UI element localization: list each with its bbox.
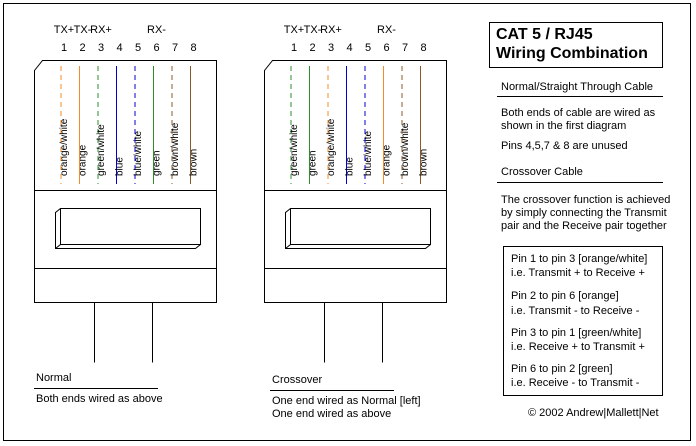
connector-b-caption: Crossover [272, 374, 323, 386]
connector_a-pin-3: 3 [98, 42, 104, 54]
mapping-1-pins: Pin 1 to pin 3 [orange/white] [511, 253, 648, 265]
connector_b-wire-label-8: brown [419, 149, 430, 176]
pin-mapping-box [503, 246, 663, 396]
connector-b-description-line2: One end wired as above [272, 408, 392, 420]
info-title-box [489, 22, 663, 68]
connector_b-pin-3: 3 [328, 42, 334, 54]
connector_a-pin-4: 4 [116, 42, 122, 54]
connector_b-wire-label-4: blue [345, 157, 356, 176]
connector-a-divider [34, 388, 158, 389]
connector_a-signal-tx-plus: TX+ [54, 24, 74, 36]
connector_a-wire-label-1: orange/white [59, 118, 70, 176]
connector_b-wire-label-1: green/white [289, 124, 300, 176]
connector_a-signal-tx-minus: TX- [74, 24, 92, 36]
connector_a-pin-5: 5 [135, 42, 141, 54]
connector_b-wire-label-2: green [308, 150, 319, 176]
diagram-frame [3, 3, 691, 441]
connector_a-wire-label-5: blue/white [133, 131, 144, 176]
crossover-heading: Crossover Cable [501, 166, 583, 178]
connector-a-outline [34, 60, 217, 363]
connector_b-signal-tx-plus: TX+ [284, 24, 304, 36]
connector_a-wire-label-3: green/white [96, 124, 107, 176]
connector_b-signal-rx-minus: RX- [377, 24, 396, 36]
crossover-heading-rule [497, 182, 663, 183]
info-title-line1: CAT 5 / RJ45 [496, 26, 593, 43]
connector_b-pin-1: 1 [291, 42, 297, 54]
connector-b-outline [264, 60, 447, 363]
connector_a-wire-label-7: brown/white [170, 122, 181, 176]
connector_b-wire-label-5: blue/white [363, 131, 374, 176]
connector-b-description-line1: One end wired as Normal [left] [272, 395, 421, 407]
connector-a-caption: Normal [36, 372, 72, 384]
connector_b-pin-5: 5 [365, 42, 371, 54]
connector_b-pin-4: 4 [346, 42, 352, 54]
straight-heading: Normal/Straight Through Cable [501, 81, 654, 93]
straight-text-line1: Both ends of cable are wired as [501, 107, 656, 119]
mapping-1-signal: i.e. Transmit + to Receive + [511, 267, 645, 279]
connector_b-signal-rx-plus: RX+ [320, 24, 342, 36]
mapping-3-pins: Pin 3 to pin 1 [green/white] [511, 327, 642, 339]
connector_b-wire-label-6: orange [382, 144, 393, 176]
crossover-text-line3: pair and the Receive pair together [501, 220, 667, 232]
connector-a-description: Both ends wired as above [36, 393, 163, 405]
connector_a-pin-1: 1 [61, 42, 67, 54]
connector_b-wire-label-3: orange/white [326, 118, 337, 176]
crossover-text-line1: The crossover function is achieved [501, 194, 671, 206]
connector_a-pin-2: 2 [79, 42, 85, 54]
connector_b-pin-6: 6 [383, 42, 389, 54]
mapping-4-pins: Pin 6 to pin 2 [green] [511, 363, 613, 375]
mapping-3-signal: i.e. Receive + to Transmit + [511, 341, 645, 353]
connector_b-pin-7: 7 [402, 42, 408, 54]
connector_a-pin-7: 7 [172, 42, 178, 54]
connector_b-wire-label-7: brown/white [400, 122, 411, 176]
crossover-text-line2: by simply connecting the Transmit [501, 207, 667, 219]
connector_a-signal-rx-minus: RX- [147, 24, 166, 36]
connector_a-wire-label-6: green [152, 150, 163, 176]
connector_b-signal-tx-minus: TX- [304, 24, 322, 36]
mapping-4-signal: i.e. Receive - to Transmit - [511, 377, 640, 389]
connector_a-signal-rx-plus: RX+ [90, 24, 112, 36]
copyright: © 2002 Andrew|Mallett|Net [528, 407, 659, 419]
connector_a-pin-8: 8 [190, 42, 196, 54]
info-title-line2: Wiring Combination [496, 45, 648, 62]
connector-b-divider [270, 390, 394, 391]
connector_b-pin-8: 8 [420, 42, 426, 54]
connector_a-wire-label-8: brown [189, 149, 200, 176]
straight-text-line2: shown in the first diagram [501, 120, 627, 132]
unused-pins-note: Pins 4,5,7 & 8 are unused [501, 140, 628, 152]
mapping-2-signal: i.e. Transmit - to Receive - [511, 305, 640, 317]
straight-heading-rule [497, 96, 663, 97]
connector_a-wire-label-4: blue [115, 157, 126, 176]
connector_a-wire-label-2: orange [78, 144, 89, 176]
mapping-2-pins: Pin 2 to pin 6 [orange] [511, 290, 619, 302]
connector_b-pin-2: 2 [309, 42, 315, 54]
connector_a-pin-6: 6 [153, 42, 159, 54]
